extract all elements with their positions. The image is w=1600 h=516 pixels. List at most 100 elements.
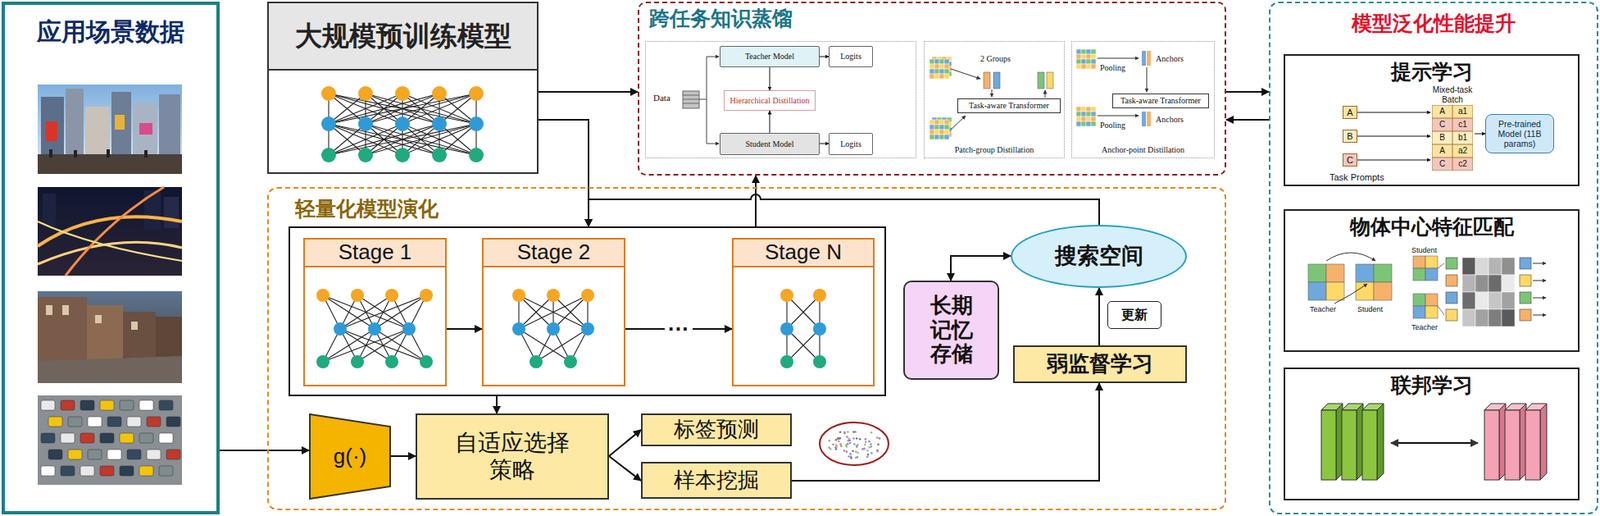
node-text: Logits	[840, 139, 862, 150]
patch-figure	[1081, 54, 1087, 60]
node-text: Data	[653, 92, 671, 104]
node-text: Task-aware Transformer	[1120, 95, 1201, 106]
neural-network	[468, 116, 484, 132]
figure-label: Teacher	[1411, 322, 1438, 332]
scatter-sample	[866, 454, 869, 458]
scatter-sample	[869, 442, 873, 446]
matching-figure	[1425, 305, 1438, 319]
scatter-sample	[837, 440, 841, 443]
matching-figure	[1475, 309, 1489, 327]
logits-box: Logits	[828, 132, 873, 155]
distill-figure	[682, 56, 719, 144]
neural-network	[468, 86, 484, 101]
scene-photo-traffic	[100, 465, 114, 476]
process-box: 自适应选择策略	[415, 413, 610, 500]
distill-box: Hierarchical Distillation	[723, 90, 816, 111]
neural-network	[385, 354, 399, 369]
process-box: 弱监督学习	[1013, 345, 1187, 383]
transformer-box: Task-aware Transformer	[957, 98, 1061, 114]
scene-photo-traffic	[159, 400, 173, 410]
scene-photo-night-highway	[37, 186, 182, 276]
matching-figure	[1308, 263, 1327, 282]
patch-figure	[983, 72, 991, 89]
node-text: 大规模预训练模型	[268, 3, 537, 71]
matching-figure	[1308, 252, 1546, 327]
patch-figure	[1146, 50, 1151, 66]
figure-label: 2 Groups	[980, 54, 1011, 64]
connector	[819, 143, 829, 145]
distill-region: 跨任务知识蒸馏DataTeacher ModelLogitsHierarchic…	[637, 1, 1227, 176]
method-box: 提示学习ABCMixed-task BatchAa1Cc1Bb1Aa2Cc2Pr…	[1283, 54, 1580, 187]
distill-figure	[699, 56, 707, 144]
generalization-region: 模型泛化性能提升提示学习ABCMixed-task BatchAa1Cc1Bb1…	[1268, 1, 1599, 514]
neural-network	[512, 288, 526, 302]
matching-figure	[1437, 263, 1445, 269]
scatter-sample	[839, 431, 842, 434]
matching-figure	[1462, 291, 1476, 310]
connector	[495, 395, 498, 414]
neural-network	[321, 116, 337, 132]
federated-bars	[1390, 441, 1478, 444]
node-text: 轻量化模型演化	[295, 196, 439, 221]
pretrained-box: Pre-trained Model (11B params)	[1485, 113, 1555, 154]
scene-photo-traffic	[139, 432, 154, 443]
neural-network	[518, 328, 571, 362]
scatter-sample	[847, 454, 850, 458]
matching-figure	[1488, 309, 1502, 327]
matching-figure	[1425, 293, 1438, 306]
scene-photo-old-street	[122, 311, 156, 358]
patch-figure	[934, 134, 940, 140]
neural-network	[786, 328, 820, 362]
scene-photo-traffic	[166, 449, 181, 460]
scatter-sample	[835, 438, 838, 441]
scatter-sample	[866, 449, 869, 452]
stage-container: Stage 1Stage 2Stage N	[288, 226, 887, 396]
matching-figure	[1488, 274, 1502, 292]
patch-figure	[1090, 106, 1096, 112]
patch-figure	[1086, 121, 1091, 127]
connector	[1474, 133, 1486, 135]
scene-photo-traffic	[100, 432, 114, 443]
connector	[1357, 112, 1431, 114]
scene-photo-traffic	[127, 449, 141, 460]
scatter-sample	[867, 453, 870, 456]
node-text: 长期记忆存储	[930, 293, 973, 368]
patch-figure	[1141, 50, 1146, 66]
patch-figure	[950, 68, 981, 79]
patch-figure	[1081, 106, 1087, 112]
patch-figure	[1081, 59, 1087, 64]
neural-network	[316, 288, 330, 302]
scene-photo-traffic	[80, 432, 95, 443]
matching-figure	[1532, 297, 1546, 299]
patch-figure	[944, 73, 950, 79]
neural-network	[813, 354, 827, 369]
neural-network	[357, 328, 410, 362]
node-text: 提示学习	[1390, 59, 1473, 84]
node-text: 模型泛化性能提升	[1351, 11, 1516, 36]
table-grid: Aa1Cc1Bb1Aa2Cc2	[1431, 104, 1473, 171]
matching-figure	[1519, 291, 1532, 304]
scene-photo-city	[37, 84, 182, 174]
scatter-sample	[852, 436, 855, 440]
patch-figure	[1081, 111, 1087, 117]
distill-figure	[682, 90, 700, 109]
node-text: Task-aware Transformer	[968, 100, 1050, 111]
neural-network	[780, 322, 794, 336]
method-box: 联邦学习	[1283, 367, 1580, 500]
connector	[446, 327, 482, 330]
patch-figure	[934, 119, 940, 125]
scatter-sample	[856, 443, 860, 446]
table-cell: B	[1431, 131, 1453, 145]
matching-figure	[1355, 263, 1374, 282]
stage-box: Stage 2	[481, 237, 626, 387]
scatter-sample	[868, 440, 871, 443]
patch-figure	[939, 119, 945, 125]
function-trapezoid: g(·)	[309, 413, 391, 500]
scene-photo-traffic	[40, 465, 55, 476]
scene-photo-traffic	[60, 400, 75, 410]
scene-photo-city	[37, 84, 182, 174]
scene-photo-traffic	[146, 449, 161, 460]
patch-figure	[939, 129, 945, 135]
scene-photo-night-highway	[37, 186, 182, 276]
patch-figure	[1146, 111, 1151, 127]
